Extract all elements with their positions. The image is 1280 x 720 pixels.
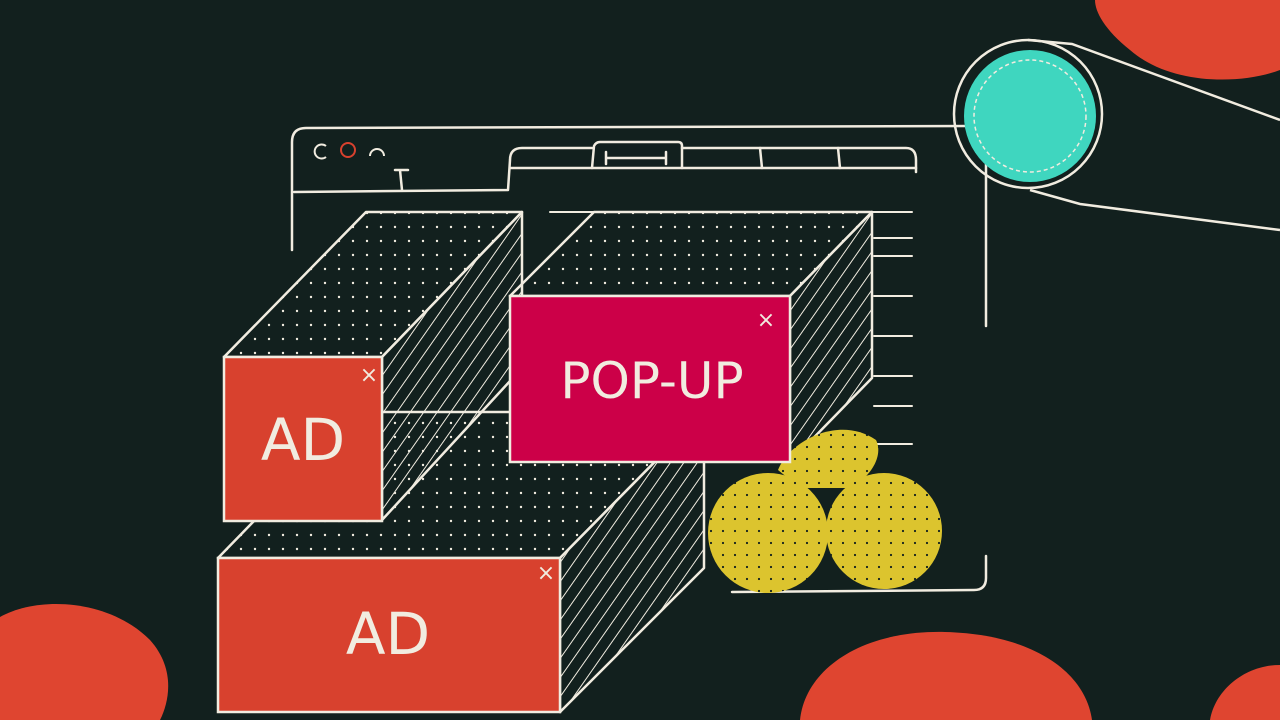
ad-label: AD (346, 600, 430, 668)
popup-box: POP-UP × (508, 294, 792, 464)
close-x-icon[interactable]: × (360, 363, 378, 388)
yellow-balls (708, 429, 942, 593)
window-dots (313, 142, 385, 160)
blob-top-right (1095, 0, 1280, 80)
close-x-icon[interactable]: × (757, 308, 775, 333)
teal-button[interactable] (952, 38, 1280, 232)
popup-label: POP-UP (560, 352, 743, 410)
popup-block (508, 210, 874, 464)
blob-bottom-right (1210, 665, 1280, 720)
window-dot-icon (369, 148, 385, 157)
close-x-icon[interactable]: × (537, 561, 555, 586)
ad-label: AD (261, 406, 345, 474)
blob-bottom-center (800, 631, 1092, 720)
ad-box-bottom: AD × (216, 556, 562, 714)
ad-box-top-left: AD × (222, 355, 384, 523)
blob-bottom-left (0, 604, 169, 720)
window-dot-icon (313, 143, 327, 160)
window-dot-icon (340, 142, 356, 158)
